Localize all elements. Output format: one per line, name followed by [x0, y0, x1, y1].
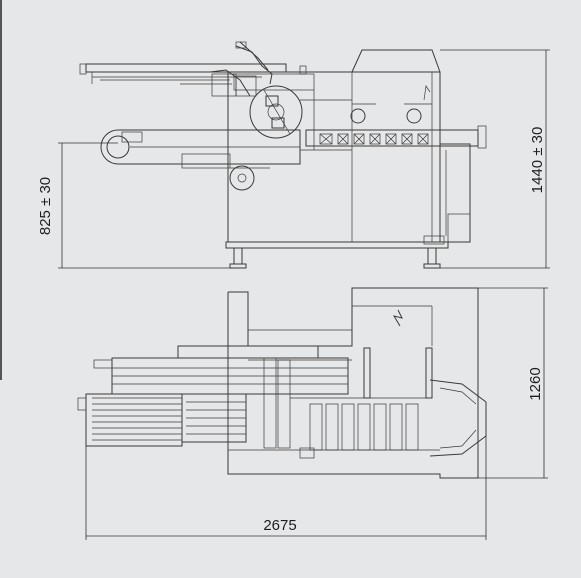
side-view: [79, 41, 487, 269]
rotary-feeder: [249, 85, 303, 139]
upper-magazine-rail: [85, 63, 287, 73]
dimension-infeed-height: 825 ± 30: [37, 142, 240, 269]
dimension-total-length: 2675: [85, 436, 487, 540]
top-view: [77, 287, 487, 479]
dimension-label-1260: 1260: [527, 367, 544, 400]
dimension-total-width: 1260: [478, 287, 548, 479]
dimension-label-2675: 2675: [263, 517, 296, 534]
electrical-warning-icon: [392, 309, 403, 327]
main-housing: [227, 71, 441, 243]
dimension-label-1440: 1440 ± 30: [529, 127, 546, 194]
dimension-label-825: 825 ± 30: [37, 177, 54, 235]
main-housing-plan: [227, 287, 479, 479]
drive-wheel: [229, 165, 255, 191]
infeed-conveyor: [100, 129, 301, 165]
product-infeed-plan: [85, 393, 183, 447]
page-edge-rule: [0, 0, 2, 380]
dimension-total-height: 1440 ± 30: [440, 49, 550, 269]
